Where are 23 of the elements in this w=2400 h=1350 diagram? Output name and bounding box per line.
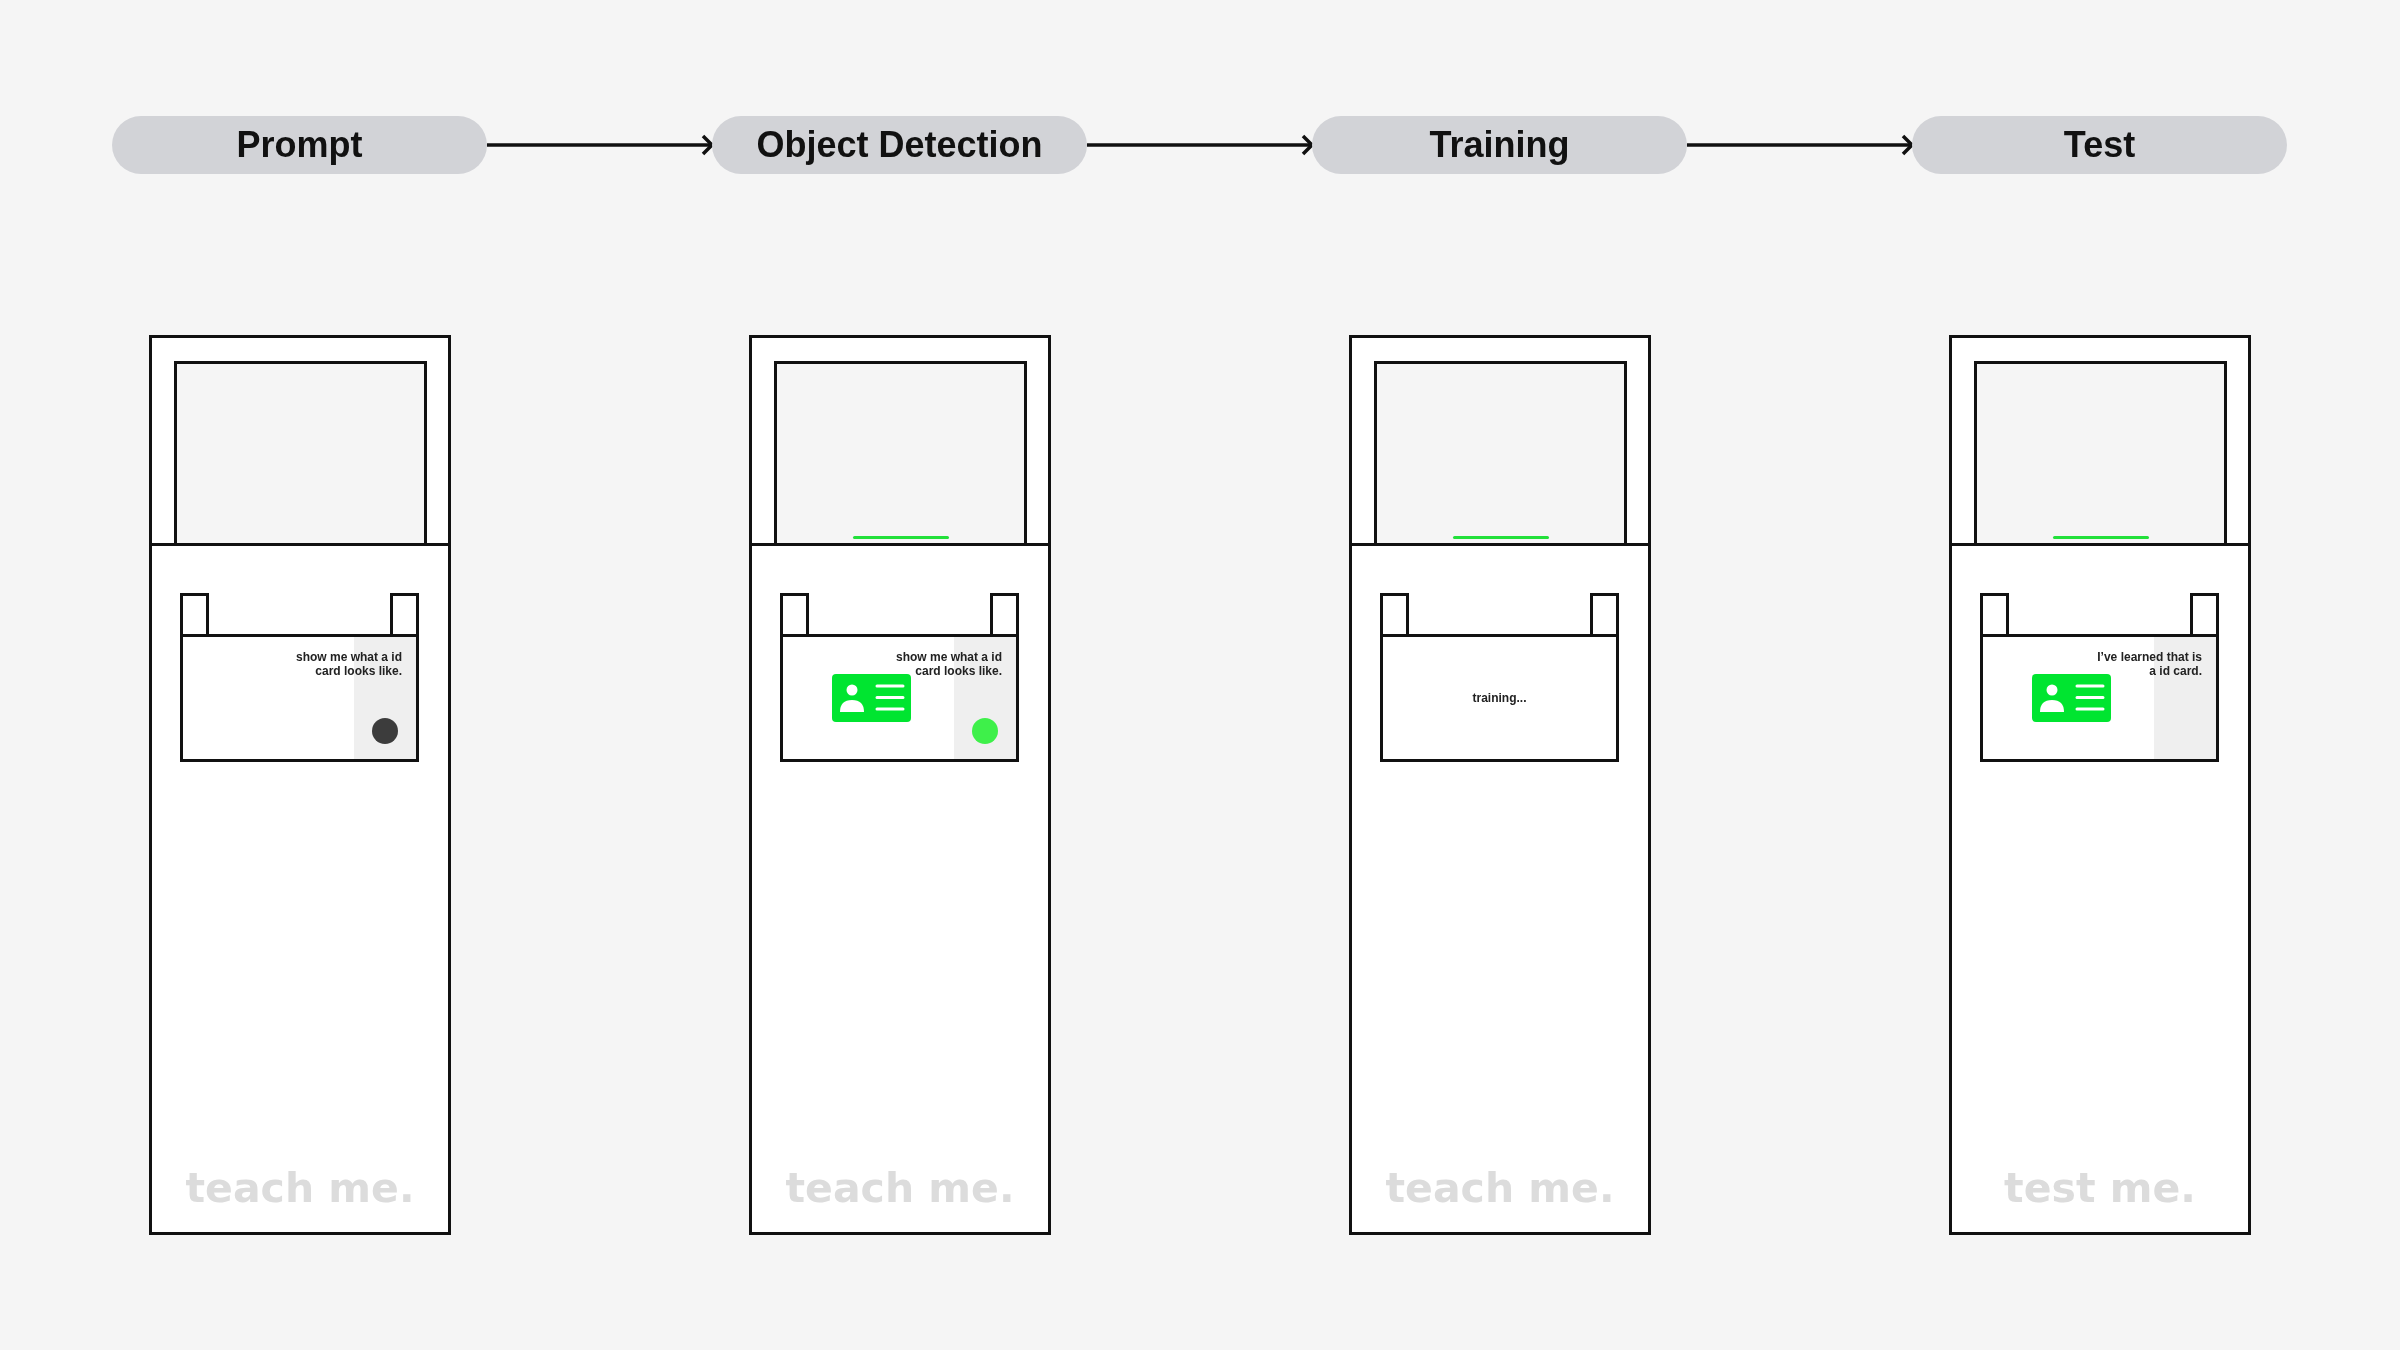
stage-header: Prompt xyxy=(112,116,487,174)
display-screen xyxy=(774,361,1027,543)
arrow xyxy=(487,134,714,156)
status-text: training... xyxy=(1472,691,1527,705)
message-text: I’ve learned that is a id card. xyxy=(2096,650,2202,678)
card-panel xyxy=(1380,634,1619,762)
card-panel xyxy=(780,634,1019,762)
kiosk-frame xyxy=(1949,335,2251,1235)
message-text: show me what a id card looks like. xyxy=(894,650,1002,678)
kiosk-frame xyxy=(749,335,1051,1235)
card-panel xyxy=(180,634,419,762)
arrow xyxy=(1687,134,1914,156)
display-screen xyxy=(1974,361,2227,543)
kiosk-frame xyxy=(1349,335,1651,1235)
display-screen xyxy=(1374,361,1627,543)
stage-header: Test xyxy=(1912,116,2287,174)
arrow xyxy=(1087,134,1314,156)
display-screen xyxy=(174,361,427,543)
card-panel xyxy=(1980,634,2219,762)
message-text: show me what a id card looks like. xyxy=(294,650,402,678)
stage-header: Training xyxy=(1312,116,1687,174)
stage-header: Object Detection xyxy=(712,116,1087,174)
kiosk-frame xyxy=(149,335,451,1235)
